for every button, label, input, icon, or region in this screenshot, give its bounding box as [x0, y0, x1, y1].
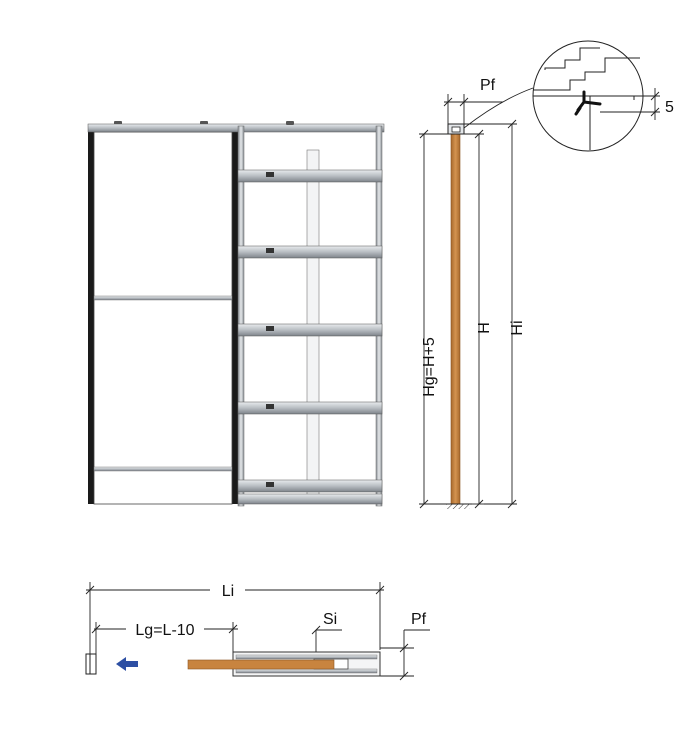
- floor-hatch-icon: [446, 504, 470, 509]
- dim-hi: [464, 119, 517, 509]
- label-five: 5: [665, 99, 674, 116]
- dim-h: [460, 129, 484, 509]
- detail-circle: [532, 40, 644, 152]
- dim-hg: [419, 129, 452, 509]
- front-view: [87, 121, 385, 507]
- cross-rails: [237, 169, 383, 505]
- labels: Pf 5 Hg=H+5 H Hi Li Lg=L-10 Si Pf: [135, 77, 674, 639]
- label-hg: Hg=H+5: [421, 337, 438, 397]
- label-hi: Hi: [509, 320, 526, 335]
- dim-pf-bottom: [380, 629, 430, 681]
- detail-leader: [463, 87, 534, 129]
- label-li: Li: [222, 583, 234, 600]
- door-leaf-plan: [187, 659, 335, 670]
- label-si: Si: [323, 611, 337, 628]
- label-h: H: [476, 322, 493, 334]
- label-lg: Lg=L-10: [135, 622, 194, 639]
- label-pf-bottom: Pf: [411, 611, 427, 628]
- door-leaf-section: [450, 133, 461, 505]
- dim-pf-top: [443, 94, 503, 124]
- steel-cassette: [87, 121, 385, 507]
- label-pf-top: Pf: [480, 77, 496, 94]
- dim-li: [85, 582, 385, 660]
- plan-view: [85, 582, 430, 681]
- side-section: [419, 40, 660, 509]
- dim-five: [634, 88, 660, 120]
- door-leaf: [88, 121, 240, 505]
- wall-jamb: [85, 653, 97, 675]
- arrow-left-icon: [116, 657, 138, 671]
